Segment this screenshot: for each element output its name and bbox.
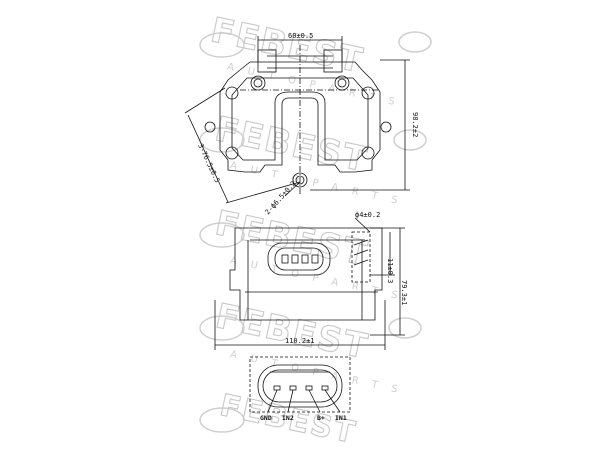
connector-pin [311, 254, 319, 264]
mount-hole-inner [253, 78, 263, 88]
watermark-logo: FEBEST AUTOPARTS [199, 203, 412, 304]
mount-hole-inner [337, 78, 347, 88]
pin-leader [267, 389, 278, 413]
dim-connector: 11±0.3 [386, 258, 394, 283]
dim-hole-spacing: 60±0.5 [288, 32, 313, 40]
mount-hole [225, 146, 239, 160]
watermark-logo [393, 129, 427, 151]
housing-outline [219, 61, 381, 173]
side-connector-inner [274, 247, 324, 271]
pin-label-in2: IN2 [282, 414, 294, 422]
pin-label-in1: IN1 [335, 414, 347, 422]
face-pin [305, 385, 313, 391]
pin-hatch [353, 249, 369, 256]
face-pin [321, 385, 329, 391]
mount-hole [225, 86, 239, 100]
top-view [184, 36, 410, 204]
dim-mount-spacing: 2-ф6.5±0.2 [264, 180, 298, 217]
dim-leader [354, 217, 371, 233]
mount-hole [250, 75, 266, 91]
dim-total-height: 79.3±1 [400, 280, 408, 305]
connector-pin [291, 254, 299, 264]
side-boss [204, 121, 216, 133]
pin-hatch [353, 239, 369, 246]
pin-leader [308, 389, 321, 413]
connector-pin [301, 254, 309, 264]
pin-label-bplus: B+ [317, 414, 325, 422]
bottom-hole-inner [295, 175, 305, 185]
pin-label-gnd: GND [260, 414, 272, 422]
watermark-logo [398, 31, 432, 53]
pin-hatch [353, 259, 369, 266]
connector-shell-inner [262, 369, 338, 403]
mount-hole [361, 146, 375, 160]
watermark-logo [388, 317, 422, 339]
connector-pin [281, 254, 289, 264]
pin-section [351, 231, 371, 283]
side-body [229, 227, 383, 321]
connector-shell [257, 364, 343, 408]
mount-hole [334, 75, 350, 91]
face-pin [273, 385, 281, 391]
mount-hole [361, 86, 375, 100]
watermark-logo: FEBEST AUTOPARTS [199, 296, 412, 398]
connector-face-view [249, 356, 351, 413]
housing-inner [231, 77, 369, 161]
connector-housing [249, 356, 351, 413]
dim-width: 110.2±1 [285, 337, 315, 345]
dim-line [187, 114, 229, 203]
pin-leader [287, 389, 294, 413]
side-boss [380, 121, 392, 133]
side-connector [267, 242, 331, 276]
face-pin [289, 385, 297, 391]
pin-leader [324, 389, 341, 413]
bottom-hole [292, 172, 308, 188]
watermark-logo: FEBEST AUTOPARTS [199, 10, 409, 111]
dim-leader [284, 181, 301, 197]
dim-height: 98.2±2 [411, 112, 419, 137]
side-view [214, 217, 405, 350]
dim-ext [225, 181, 301, 204]
dim-pin: ф4±0.2 [355, 211, 380, 219]
dim-ext [184, 87, 226, 114]
